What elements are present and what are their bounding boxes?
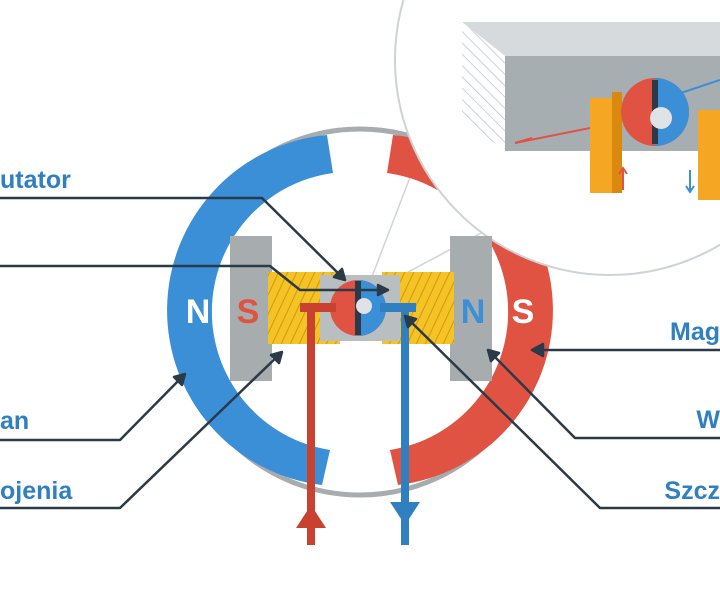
brush-lead-blue — [380, 303, 420, 545]
leader-wirnik — [487, 349, 720, 440]
leader-komutator — [0, 196, 346, 281]
pole-stator-right: S — [512, 293, 535, 331]
pole-magnet-left: S — [237, 293, 260, 331]
magnet-right-piece — [450, 236, 492, 381]
leader-rotor — [0, 264, 388, 292]
zoom-inset — [394, 0, 720, 276]
inset-housing-top — [462, 22, 720, 56]
inset-housing-cut — [462, 22, 505, 151]
inset-brush-right — [698, 110, 720, 200]
label-komutator: utator — [0, 166, 71, 194]
commutator — [330, 280, 386, 336]
pole-magnet-right: N — [461, 293, 486, 331]
leader-uzwojenia — [0, 351, 283, 510]
label-magnes: Mag — [670, 318, 720, 346]
label-stojan: an — [0, 407, 29, 435]
label-wirnik: W — [696, 406, 720, 434]
magnet-left-piece — [230, 236, 272, 381]
label-uzwojenia: ojenia — [0, 477, 73, 505]
stator-north-pole — [167, 135, 333, 485]
label-szczotki: Szcz — [664, 477, 720, 505]
pole-stator-left: N — [186, 293, 211, 331]
inset-brush-left — [590, 98, 612, 193]
leader-szczotki — [404, 315, 720, 510]
leader-stojan — [0, 373, 186, 442]
brush-lead-red — [296, 303, 336, 545]
